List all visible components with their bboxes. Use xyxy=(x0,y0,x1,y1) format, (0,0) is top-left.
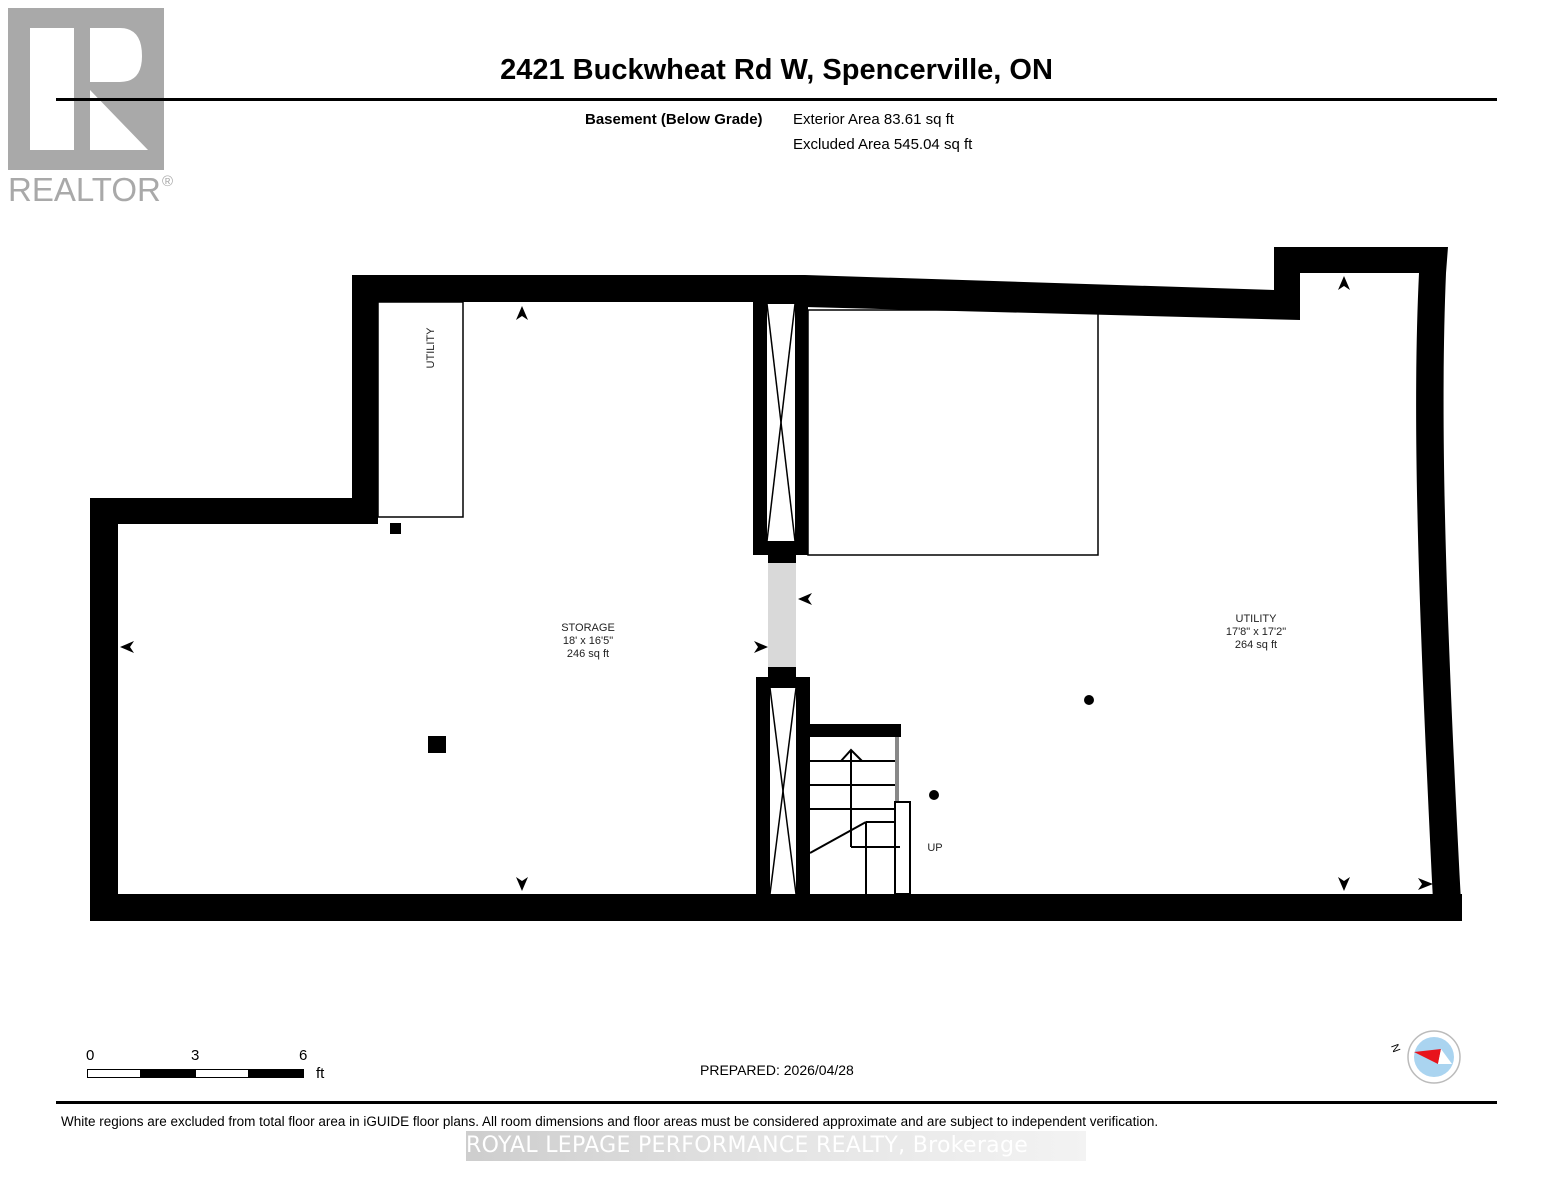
title-divider xyxy=(56,98,1497,101)
room-utility-closet-name: UTILITY xyxy=(425,327,437,369)
svg-text:®: ® xyxy=(162,173,173,190)
scale-unit: ft xyxy=(316,1065,325,1082)
interior-wall-upper xyxy=(753,300,808,563)
prepared-date: PREPARED: 2026/04/28 xyxy=(700,1062,854,1078)
floor-plan: STORAGE 18' x 16'5" 246 sq ft UTILITY 17… xyxy=(90,247,1462,921)
svg-text:N: N xyxy=(1390,1043,1402,1055)
stairs xyxy=(808,724,911,895)
scale-tick-0: 0 xyxy=(86,1047,95,1064)
svg-text:REALTOR: REALTOR xyxy=(8,171,161,208)
exterior-walls xyxy=(90,247,1462,921)
brokerage-watermark: ROYAL LEPAGE PERFORMANCE REALTY, Brokera… xyxy=(466,1131,1086,1161)
scale-bar-graphic xyxy=(87,1069,304,1078)
realtor-r-logo-icon: REALTOR ® xyxy=(8,8,173,208)
point-marker xyxy=(1084,695,1094,705)
realtor-logo: REALTOR ® xyxy=(8,8,180,208)
room-storage-name: STORAGE xyxy=(561,622,615,634)
page-title: 2421 Buckwheat Rd W, Spencerville, ON xyxy=(500,54,1053,86)
doorway-opening xyxy=(768,563,796,667)
excluded-region-outline xyxy=(807,309,1099,556)
compass-icon: N xyxy=(1388,1030,1461,1084)
disclaimer-text: White regions are excluded from total fl… xyxy=(61,1114,1159,1129)
floor-label: Basement (Below Grade) xyxy=(585,111,763,128)
north-compass: N xyxy=(1388,1028,1466,1088)
scale-bar: 0 3 6 ft xyxy=(80,1045,340,1085)
utility-closet-outline xyxy=(377,301,464,518)
column-marker xyxy=(390,523,401,534)
scale-tick-6: 6 xyxy=(299,1047,308,1064)
room-utility-name: UTILITY xyxy=(1236,613,1278,625)
footer-divider xyxy=(56,1101,1497,1104)
view-arrow-icons xyxy=(120,276,1433,891)
room-storage-dimensions: 18' x 16'5" xyxy=(563,635,613,647)
scale-tick-3: 3 xyxy=(191,1047,200,1064)
room-utility-area: 264 sq ft xyxy=(1235,639,1277,651)
interior-wall-lower xyxy=(756,667,810,897)
column-marker xyxy=(428,736,446,753)
excluded-area: Excluded Area 545.04 sq ft xyxy=(793,136,973,153)
room-storage-area: 246 sq ft xyxy=(567,648,609,660)
exterior-area: Exterior Area 83.61 sq ft xyxy=(793,111,954,128)
point-marker xyxy=(929,790,939,800)
room-utility-dimensions: 17'8" x 17'2" xyxy=(1226,626,1286,638)
stairs-up-label: UP xyxy=(927,842,942,854)
